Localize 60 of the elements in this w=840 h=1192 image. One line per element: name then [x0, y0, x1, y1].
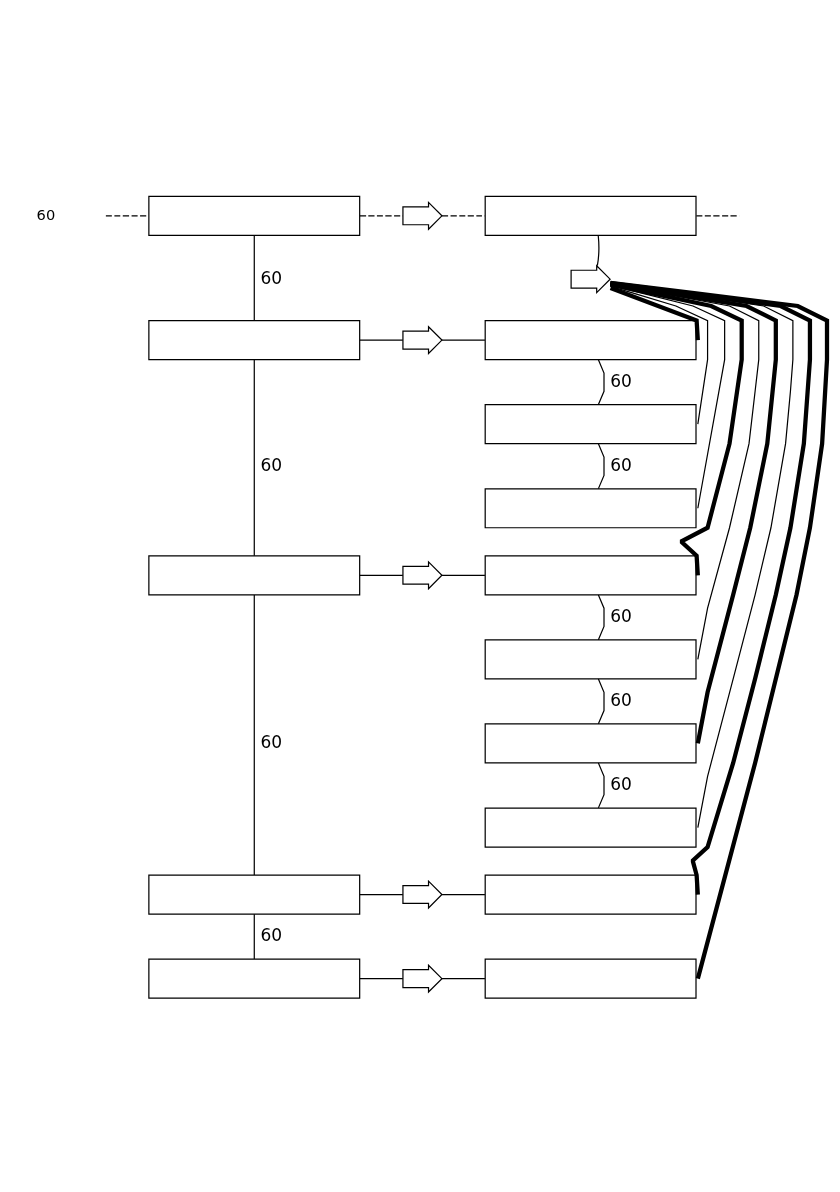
connector	[359, 978, 404, 980]
connector	[359, 339, 404, 341]
connector	[597, 594, 605, 641]
connector	[597, 359, 605, 406]
node-button	[402, 560, 443, 591]
connector	[253, 234, 255, 322]
node-box	[148, 195, 361, 236]
node-box	[484, 807, 697, 848]
connector	[609, 285, 700, 341]
connector	[609, 283, 760, 660]
node-box	[484, 958, 697, 999]
connector	[253, 913, 255, 960]
connector	[596, 234, 600, 267]
node-box	[148, 555, 361, 596]
connector	[441, 574, 486, 576]
connector	[609, 282, 794, 829]
edge-label: 60	[260, 925, 283, 946]
connector	[441, 893, 486, 896]
connector	[609, 280, 813, 895]
edge-label: 60	[610, 370, 632, 391]
edge-label: 60	[260, 731, 283, 752]
connector	[441, 339, 486, 341]
connector	[597, 443, 605, 490]
node-button	[570, 264, 611, 295]
node-box	[484, 195, 697, 236]
node-box	[148, 958, 361, 999]
node-box	[148, 874, 361, 915]
node-box	[484, 488, 697, 529]
connector	[359, 893, 404, 896]
node-button	[402, 963, 443, 994]
connector	[610, 280, 830, 980]
node-box	[484, 874, 697, 915]
edge-label: 60	[610, 454, 632, 475]
node-box	[484, 320, 697, 361]
connector	[609, 285, 709, 425]
connector	[105, 215, 150, 217]
connector	[253, 359, 255, 557]
node-box	[148, 320, 361, 361]
connector	[359, 215, 404, 217]
edge-label: 60	[610, 774, 632, 794]
edge-label: 60	[260, 267, 283, 288]
node-button	[402, 325, 443, 355]
connector	[597, 678, 605, 725]
connector	[441, 978, 486, 980]
connector	[253, 594, 255, 876]
node-box	[484, 555, 697, 596]
node-box	[484, 404, 697, 445]
edge-label: 60	[610, 689, 632, 710]
node-box	[484, 723, 697, 764]
connector	[695, 215, 740, 217]
edge-label: 60	[260, 454, 283, 475]
node-box	[484, 639, 697, 680]
connector	[359, 574, 404, 576]
node-button	[402, 879, 443, 910]
edge-label: 60	[610, 605, 632, 626]
label: 60	[36, 205, 56, 223]
node-button	[402, 200, 443, 231]
connector	[441, 215, 486, 217]
connector	[597, 762, 605, 809]
connector	[609, 284, 726, 509]
